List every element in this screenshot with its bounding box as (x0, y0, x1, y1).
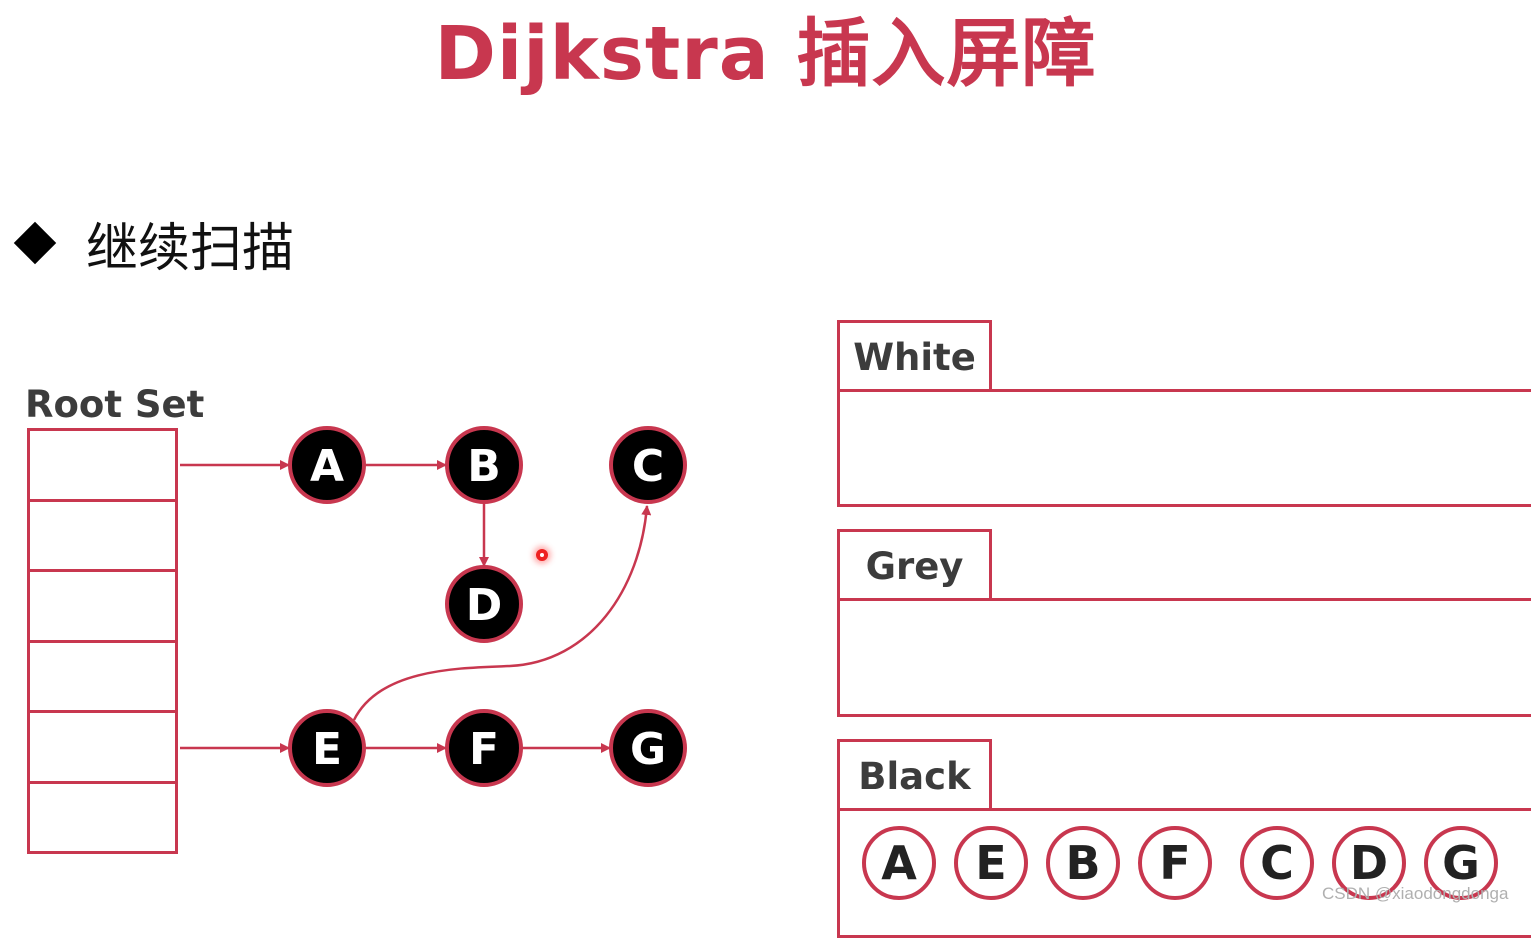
black-node-e: E (954, 826, 1028, 900)
node-a (288, 426, 366, 504)
bullet-text: 继续扫描 (86, 218, 295, 279)
node-g (609, 709, 687, 787)
watermark: CSDN @xiaodongdonga (1322, 884, 1509, 903)
grey-panel-label: Grey (865, 545, 964, 588)
node-f (445, 709, 523, 787)
node-label-a: A (310, 441, 344, 492)
black-node-f: F (1138, 826, 1212, 900)
white-panel-label: White (853, 336, 976, 379)
root-set-label: Root Set (25, 383, 205, 426)
pointer-icon (536, 549, 548, 561)
node-label-b: B (467, 441, 501, 492)
white-panel-body (837, 389, 1531, 507)
root-set-cell (30, 643, 175, 713)
node-e (288, 709, 366, 787)
page-title: Dijkstra 插入屏障 (434, 11, 1097, 97)
black-node-g: G (1424, 826, 1498, 900)
root-set-cell (30, 431, 175, 502)
edge-e-to-c (352, 505, 652, 721)
black-panel-label: Black (858, 755, 971, 798)
node-d (445, 565, 523, 643)
node-label-e: E (312, 724, 342, 775)
node-label-c: C (632, 441, 664, 492)
black-panel-tab: Black (837, 739, 992, 811)
grey-panel-body (837, 598, 1531, 717)
black-set-items: A E B F C D G (862, 826, 1516, 900)
root-set-cell (30, 502, 175, 572)
root-set-cell (30, 572, 175, 643)
black-node-a: A (862, 826, 936, 900)
black-node-d: D (1332, 826, 1406, 900)
white-panel-tab: White (837, 320, 992, 392)
node-b (445, 426, 523, 504)
bullet-item: 继续扫描 (13, 208, 295, 279)
black-node-c: C (1240, 826, 1314, 900)
root-set-cell (30, 713, 175, 784)
object-graph: A B C D E F G (180, 426, 687, 787)
root-set-table (27, 428, 178, 854)
grey-panel-tab: Grey (837, 529, 992, 601)
node-c (609, 426, 687, 504)
black-node-b: B (1046, 826, 1120, 900)
node-label-f: F (469, 724, 499, 775)
node-label-d: D (466, 580, 503, 631)
node-label-g: G (630, 724, 666, 775)
